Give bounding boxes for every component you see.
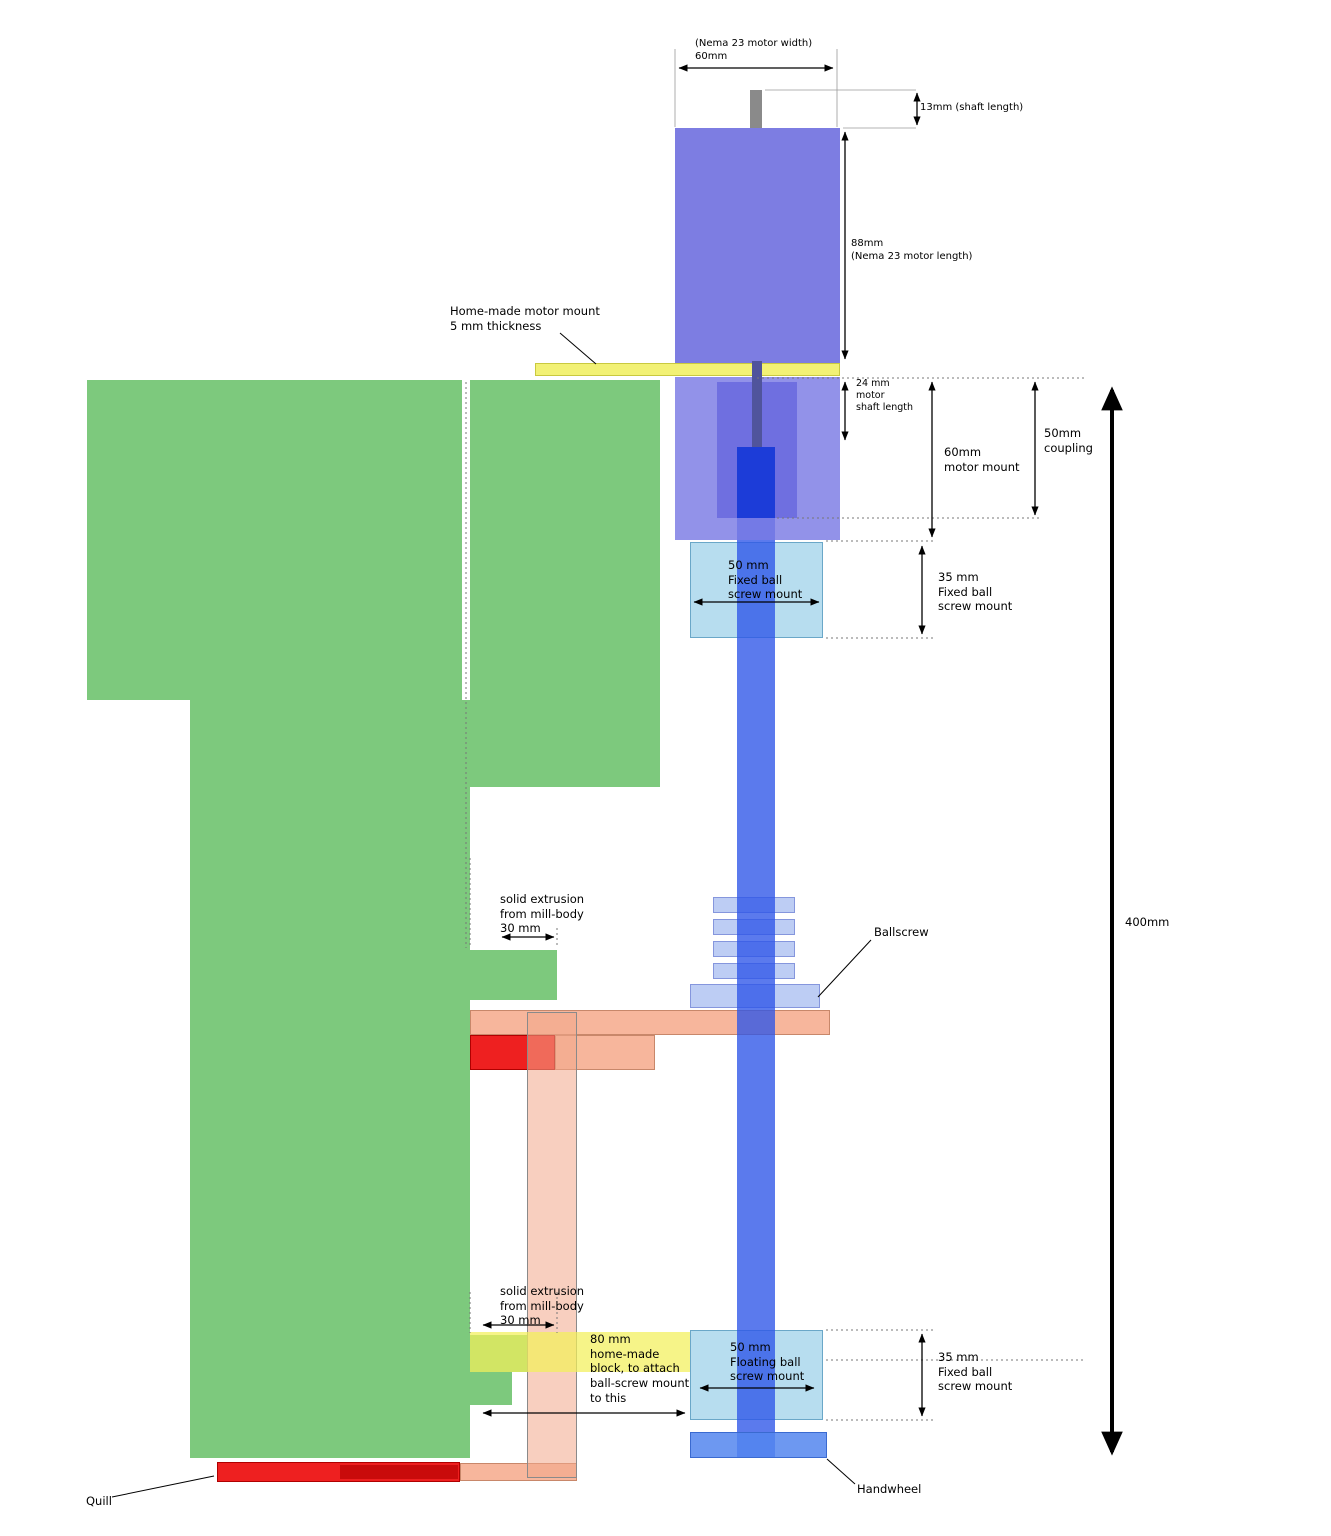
label-ballscrew: Ballscrew — [874, 925, 929, 939]
label-motor-width: (Nema 23 motor width) 60mm — [695, 38, 813, 62]
label-floating-mount: 50 mm Floating ball screw mount — [730, 1340, 805, 1384]
motor-shaft-top — [750, 90, 762, 128]
leader-quill — [111, 1475, 215, 1498]
carrier-bar — [470, 1010, 830, 1035]
nema23-motor-body — [675, 128, 840, 363]
mill-body-extrusion-upper — [470, 950, 557, 1000]
label-total-length: 400mm — [1125, 915, 1170, 929]
label-extrusion-lower: solid extrusion from mill-body 30 mm — [500, 1284, 585, 1328]
label-fixed-mount: 50 mm Fixed ball screw mount — [728, 558, 803, 602]
label-motor-mount: Home-made motor mount 5 mm thickness — [450, 304, 600, 333]
label-fixed-mount-dim: 35 mm Fixed ball screw mount — [938, 570, 1013, 614]
leader-ballscrew — [817, 939, 872, 998]
label-block-80: 80 mm home-made block, to attach ball-sc… — [590, 1332, 690, 1405]
motor-mount-plate — [535, 363, 840, 376]
quill-body-inner — [340, 1465, 458, 1479]
mill-body-column — [190, 700, 470, 1458]
label-coupling: 50mm coupling — [1044, 426, 1093, 455]
label-motor-length: 88mm (Nema 23 motor length) — [851, 238, 973, 262]
mill-body-upper-right — [470, 380, 660, 787]
mill-body-extrusion-lower-b — [470, 1372, 512, 1405]
label-extrusion-upper: solid extrusion from mill-body 30 mm — [500, 892, 585, 936]
quill-carrier-column — [527, 1012, 577, 1478]
label-motor-shaft-lower: 24 mm motor shaft length — [856, 378, 913, 413]
mill-body-upper-left — [87, 380, 462, 700]
coupling — [737, 447, 775, 518]
leader-motor-mount — [559, 332, 597, 365]
label-floating-mount-dim: 35 mm Fixed ball screw mount — [938, 1350, 1013, 1394]
block-80mm — [470, 1332, 690, 1372]
label-handwheel: Handwheel — [857, 1482, 922, 1496]
label-motor-mount-dim: 60mm motor mount — [944, 445, 1020, 474]
motor-shaft-lower — [752, 361, 762, 447]
leader-handwheel — [826, 1458, 856, 1485]
handwheel — [690, 1432, 827, 1458]
label-shaft-length-top: 13mm (shaft length) — [920, 102, 1024, 113]
ballscrew-shaft — [737, 447, 775, 1458]
label-quill: Quill — [86, 1494, 112, 1508]
